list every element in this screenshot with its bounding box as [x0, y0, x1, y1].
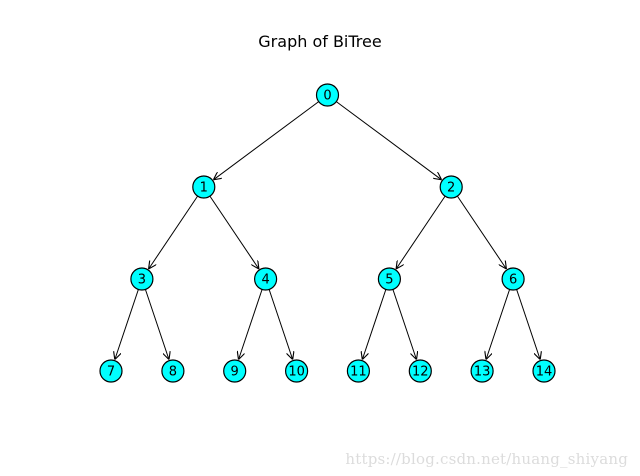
node-label: 0 — [323, 89, 331, 104]
node-circle — [130, 267, 154, 291]
node-circle — [315, 83, 340, 107]
edge-6-14 — [516, 289, 541, 359]
node-7: 7 — [99, 359, 123, 383]
edge-1-4 — [209, 195, 259, 269]
node-2: 2 — [439, 175, 463, 199]
node-label: 11 — [350, 365, 367, 380]
node-circle — [254, 267, 278, 291]
node-14: 14 — [532, 359, 556, 383]
node-12: 12 — [408, 359, 432, 383]
node-13: 13 — [470, 359, 494, 383]
node-label: 13 — [474, 365, 491, 380]
node-label: 4 — [261, 273, 269, 288]
node-10: 10 — [285, 359, 309, 383]
node-circle — [223, 359, 247, 383]
node-label: 2 — [447, 181, 455, 196]
node-label: 14 — [536, 365, 553, 380]
node-8: 8 — [161, 359, 185, 383]
edge-4-9 — [239, 289, 263, 359]
edge-5-12 — [392, 289, 417, 359]
node-label: 7 — [107, 365, 115, 380]
edge-3-8 — [144, 289, 169, 359]
node-circle — [532, 359, 556, 383]
node-label: 3 — [138, 273, 146, 288]
edge-6-13 — [486, 289, 511, 359]
node-circle — [408, 359, 432, 383]
edge-2-6 — [456, 195, 506, 269]
edge-0-2 — [336, 101, 441, 180]
node-label: 6 — [509, 273, 517, 288]
node-label: 12 — [412, 365, 429, 380]
node-label: 10 — [288, 365, 305, 380]
edge-4-10 — [268, 289, 293, 359]
edge-0-1 — [213, 101, 319, 180]
node-3: 3 — [130, 267, 154, 291]
node-label: 9 — [231, 365, 239, 380]
node-circle — [377, 267, 401, 291]
edge-1-3 — [149, 195, 199, 269]
node-4: 4 — [254, 267, 278, 291]
node-circle — [99, 359, 123, 383]
node-9: 9 — [223, 359, 247, 383]
node-label: 5 — [385, 273, 393, 288]
node-circle — [439, 175, 463, 199]
edges-layer — [115, 101, 541, 360]
edge-2-5 — [396, 195, 446, 269]
node-0: 0 — [315, 83, 340, 107]
node-circle — [346, 359, 370, 383]
node-circle — [285, 359, 309, 383]
node-6: 6 — [501, 267, 525, 291]
node-circle — [161, 359, 185, 383]
node-label: 8 — [169, 365, 177, 380]
graph-title: Graph of BiTree — [258, 32, 382, 51]
node-1: 1 — [192, 175, 216, 199]
node-5: 5 — [377, 267, 401, 291]
node-circle — [470, 359, 494, 383]
edge-3-7 — [115, 289, 139, 359]
watermark-url: https://blog.csdn.net/huang_shiyang — [345, 450, 628, 468]
node-11: 11 — [346, 359, 370, 383]
edge-5-11 — [362, 289, 387, 359]
node-circle — [192, 175, 216, 199]
node-circle — [501, 267, 525, 291]
node-label: 1 — [200, 181, 208, 196]
